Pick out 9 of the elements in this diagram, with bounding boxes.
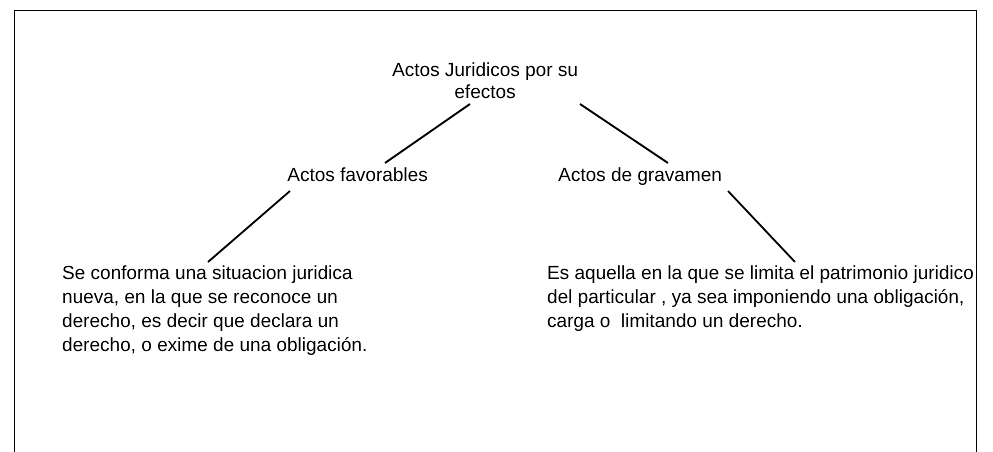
concept-text: Es aquella en la que se limita el patrimonio juridico del particular , ya sea imponiendo una obligación, carga o limitando un derecho.: [547, 262, 983, 334]
concept-text: Se conforma una situacion juridica nueva, en la que se reconoce un derecho, es decir que declara un derecho, o exime de una obligación.: [62, 262, 412, 358]
connector-line: [384, 103, 471, 164]
connector-line: [579, 103, 669, 164]
connector-line: [727, 190, 796, 263]
root-concept: Actos Juridicos por su efectos: [370, 60, 600, 104]
concept-text: Actos favorables: [250, 163, 465, 189]
connector-line: [207, 190, 291, 263]
concept-text: Actos de gravamen: [545, 163, 735, 189]
